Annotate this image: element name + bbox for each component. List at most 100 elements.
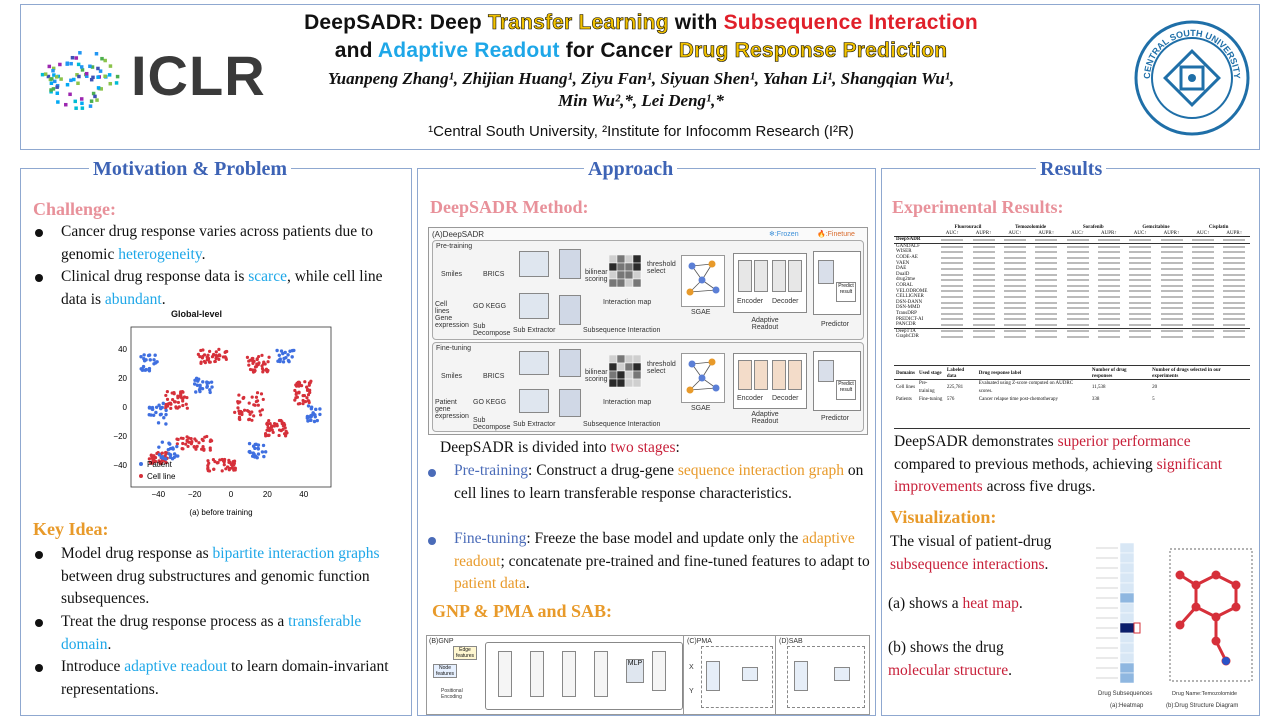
- table-value-cell: [1223, 267, 1246, 270]
- table-value-cell: [1003, 318, 1026, 321]
- tsne-point-cell-line: [303, 400, 308, 404]
- heatmap-figure: Drug Subsequences (a):Heatmap: [1090, 539, 1170, 715]
- tsne-point-patient: [306, 404, 311, 408]
- diagram-label: (A)DeepSADR: [432, 230, 485, 239]
- table-metric-header: AUPR↑: [975, 230, 992, 236]
- title-line-2: and Adaptive Readout for Cancer Drug Res…: [334, 39, 948, 63]
- heatmap-cell: [1119, 622, 1135, 634]
- logo-dot: [65, 62, 69, 66]
- table-value-cell: [941, 290, 964, 293]
- tsne-point-patient: [200, 386, 205, 391]
- tsne-point-cell-line: [277, 428, 282, 432]
- table-value-cell: [1191, 245, 1214, 248]
- tsne-point-cell-line: [147, 457, 151, 461]
- tsne-point-cell-line: [248, 412, 252, 416]
- tsne-point-cell-line: [213, 359, 217, 364]
- logo-dot: [79, 65, 84, 69]
- table-value-cell: [1097, 330, 1120, 333]
- predict-result-box: Predict result: [836, 282, 856, 302]
- tsne-point-cell-line: [166, 402, 170, 406]
- heatmap-cell: [1119, 542, 1135, 554]
- tsne-point-cell-line: [277, 433, 281, 438]
- table-value-cell: [1066, 273, 1089, 276]
- graph-node: [686, 288, 694, 296]
- tsne-point-patient: [318, 407, 322, 411]
- tsne-point-patient: [248, 450, 252, 455]
- method-heading: DeepSADR Method:: [430, 197, 589, 217]
- tsne-point-cell-line: [247, 363, 251, 367]
- finetuning-label: Fine-tuning: [436, 345, 472, 352]
- tsne-point-cell-line: [185, 438, 189, 442]
- graph-node: [698, 374, 706, 382]
- interaction-cell: [609, 355, 618, 364]
- tsne-point-patient: [283, 350, 287, 355]
- predictor-label-2: Predictor: [821, 415, 850, 422]
- tsne-point-patient: [277, 353, 281, 357]
- interaction-cell: [609, 278, 618, 288]
- interaction-map-icon: [609, 255, 642, 288]
- tsne-point-cell-line: [182, 395, 187, 399]
- table-value-cell: [1223, 256, 1246, 259]
- gnp-heading: GNP & PMA and SAB:: [432, 601, 613, 621]
- approach-title: Approach: [584, 158, 678, 181]
- table-value-cell: [1160, 279, 1183, 282]
- interaction-map-icon-2: [609, 355, 642, 388]
- table-value-cell: [1035, 251, 1058, 254]
- deepsadr-diagram: (A)DeepSADR ❄:Frozen 🔥:Finetune Pre-trai…: [428, 227, 868, 435]
- table-value-cell: [1129, 267, 1152, 270]
- tsne-point-cell-line: [301, 398, 305, 403]
- table-method-name: DeepSADR: [896, 237, 921, 243]
- table-value-cell: [1035, 256, 1058, 259]
- table-value-cell: [1035, 323, 1058, 326]
- tsne-point-cell-line: [255, 399, 260, 403]
- approach-panel: Approach DeepSADR Method: (A)DeepSADR ❄:…: [417, 158, 876, 716]
- tsne-point-cell-line: [221, 355, 226, 359]
- pma-label: (C)PMA: [687, 638, 712, 645]
- tsne-point-patient: [205, 384, 209, 388]
- sgae-label-2: SGAE: [691, 405, 711, 412]
- node-features-box: Node features: [433, 664, 457, 678]
- tsne-legend-patient: Patient: [147, 460, 173, 469]
- challenge-item-1: Cancer drug response varies across patie…: [61, 223, 374, 263]
- dataset-header: Labeled data: [946, 368, 965, 379]
- table-value-cell: [941, 251, 964, 254]
- table-method-name: VAEN: [896, 260, 910, 266]
- stage-finetuning: Fine-tuning: Freeze the base model and u…: [454, 530, 870, 592]
- bullet: [35, 664, 43, 672]
- table-value-cell: [1191, 323, 1214, 326]
- tsne-point-cell-line: [198, 355, 202, 359]
- logo-dot: [108, 64, 113, 68]
- challenge-heading: Challenge:: [33, 199, 116, 219]
- tsne-point-patient: [263, 450, 268, 454]
- table-value-cell: [1035, 312, 1058, 315]
- graph-node: [688, 360, 696, 368]
- tsne-point-cell-line: [209, 438, 213, 442]
- logo-dot: [49, 88, 53, 92]
- tsne-point-cell-line: [280, 422, 284, 426]
- interaction-cell: [616, 378, 626, 388]
- table-value-cell: [941, 307, 964, 310]
- sgae-graph-2: [681, 353, 725, 403]
- table-value-cell: [1003, 295, 1026, 298]
- tsne-point-cell-line: [225, 349, 229, 354]
- table-value-cell: [1097, 279, 1120, 282]
- logo-dot: [46, 74, 51, 79]
- gokegg-label: GO KEGG: [473, 303, 507, 310]
- table-value-cell: [1066, 284, 1089, 287]
- table-value-cell: [1191, 279, 1214, 282]
- tsne-point-cell-line: [237, 393, 241, 397]
- tsne-point-cell-line: [181, 441, 185, 446]
- tsne-point-cell-line: [305, 385, 309, 389]
- tsne-point-cell-line: [171, 398, 175, 402]
- results-panel: Results Experimental Results: Fluorourac…: [881, 158, 1260, 716]
- title-line-1: DeepSADR: Deep Transfer Learning with Su…: [304, 11, 978, 35]
- table-value-cell: [1035, 295, 1058, 298]
- bullet: [35, 551, 43, 559]
- tsne-point-patient: [142, 356, 146, 361]
- authors-line-2: Min Wu²,*, Lei Deng¹,*: [558, 91, 724, 110]
- tsne-point-patient: [195, 383, 200, 387]
- vis-text: The visual of patient-drug subsequence i…: [890, 533, 1052, 573]
- tsne-point-cell-line: [203, 361, 207, 365]
- logo-dot: [76, 81, 80, 86]
